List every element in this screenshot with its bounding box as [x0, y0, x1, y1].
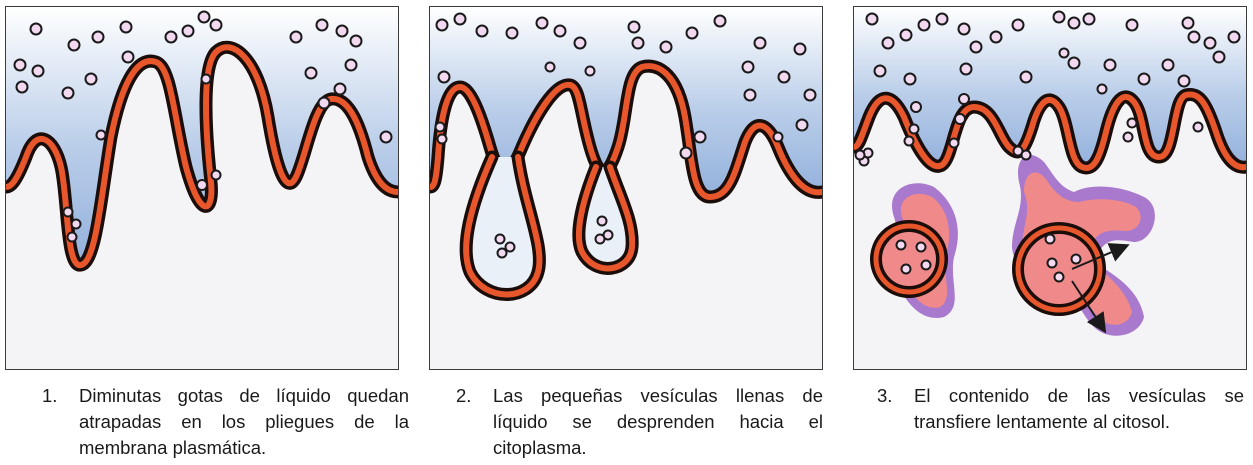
panel-2-figure [429, 6, 823, 370]
pinocytosis-step-2-illustration [430, 7, 822, 301]
forming-vesicles [459, 150, 639, 301]
caption-text: El contenido de las vesículas se transfi… [914, 385, 1244, 432]
solute-particles [13, 10, 393, 243]
caption-number: 1. [42, 385, 58, 406]
solute-particles [854, 10, 1241, 283]
panel-1-figure [5, 6, 399, 370]
pinocytosis-step-1-illustration [6, 7, 398, 272]
pinocytosis-step-3-illustration [854, 7, 1246, 336]
transfer-arrows [1071, 243, 1130, 334]
caption-number: 2. [456, 385, 472, 406]
cytoplasmic-vesicles [870, 220, 1106, 316]
plasma-membrane [854, 88, 1246, 175]
caption-number: 3. [877, 385, 893, 406]
caption-text: Las pequeñas vesículas llenas de líquido… [493, 385, 823, 458]
solute-particles [434, 12, 817, 259]
panel-3-figure [853, 6, 1247, 370]
caption-text: Diminutas gotas de líquido quedan atrapa… [79, 385, 409, 458]
